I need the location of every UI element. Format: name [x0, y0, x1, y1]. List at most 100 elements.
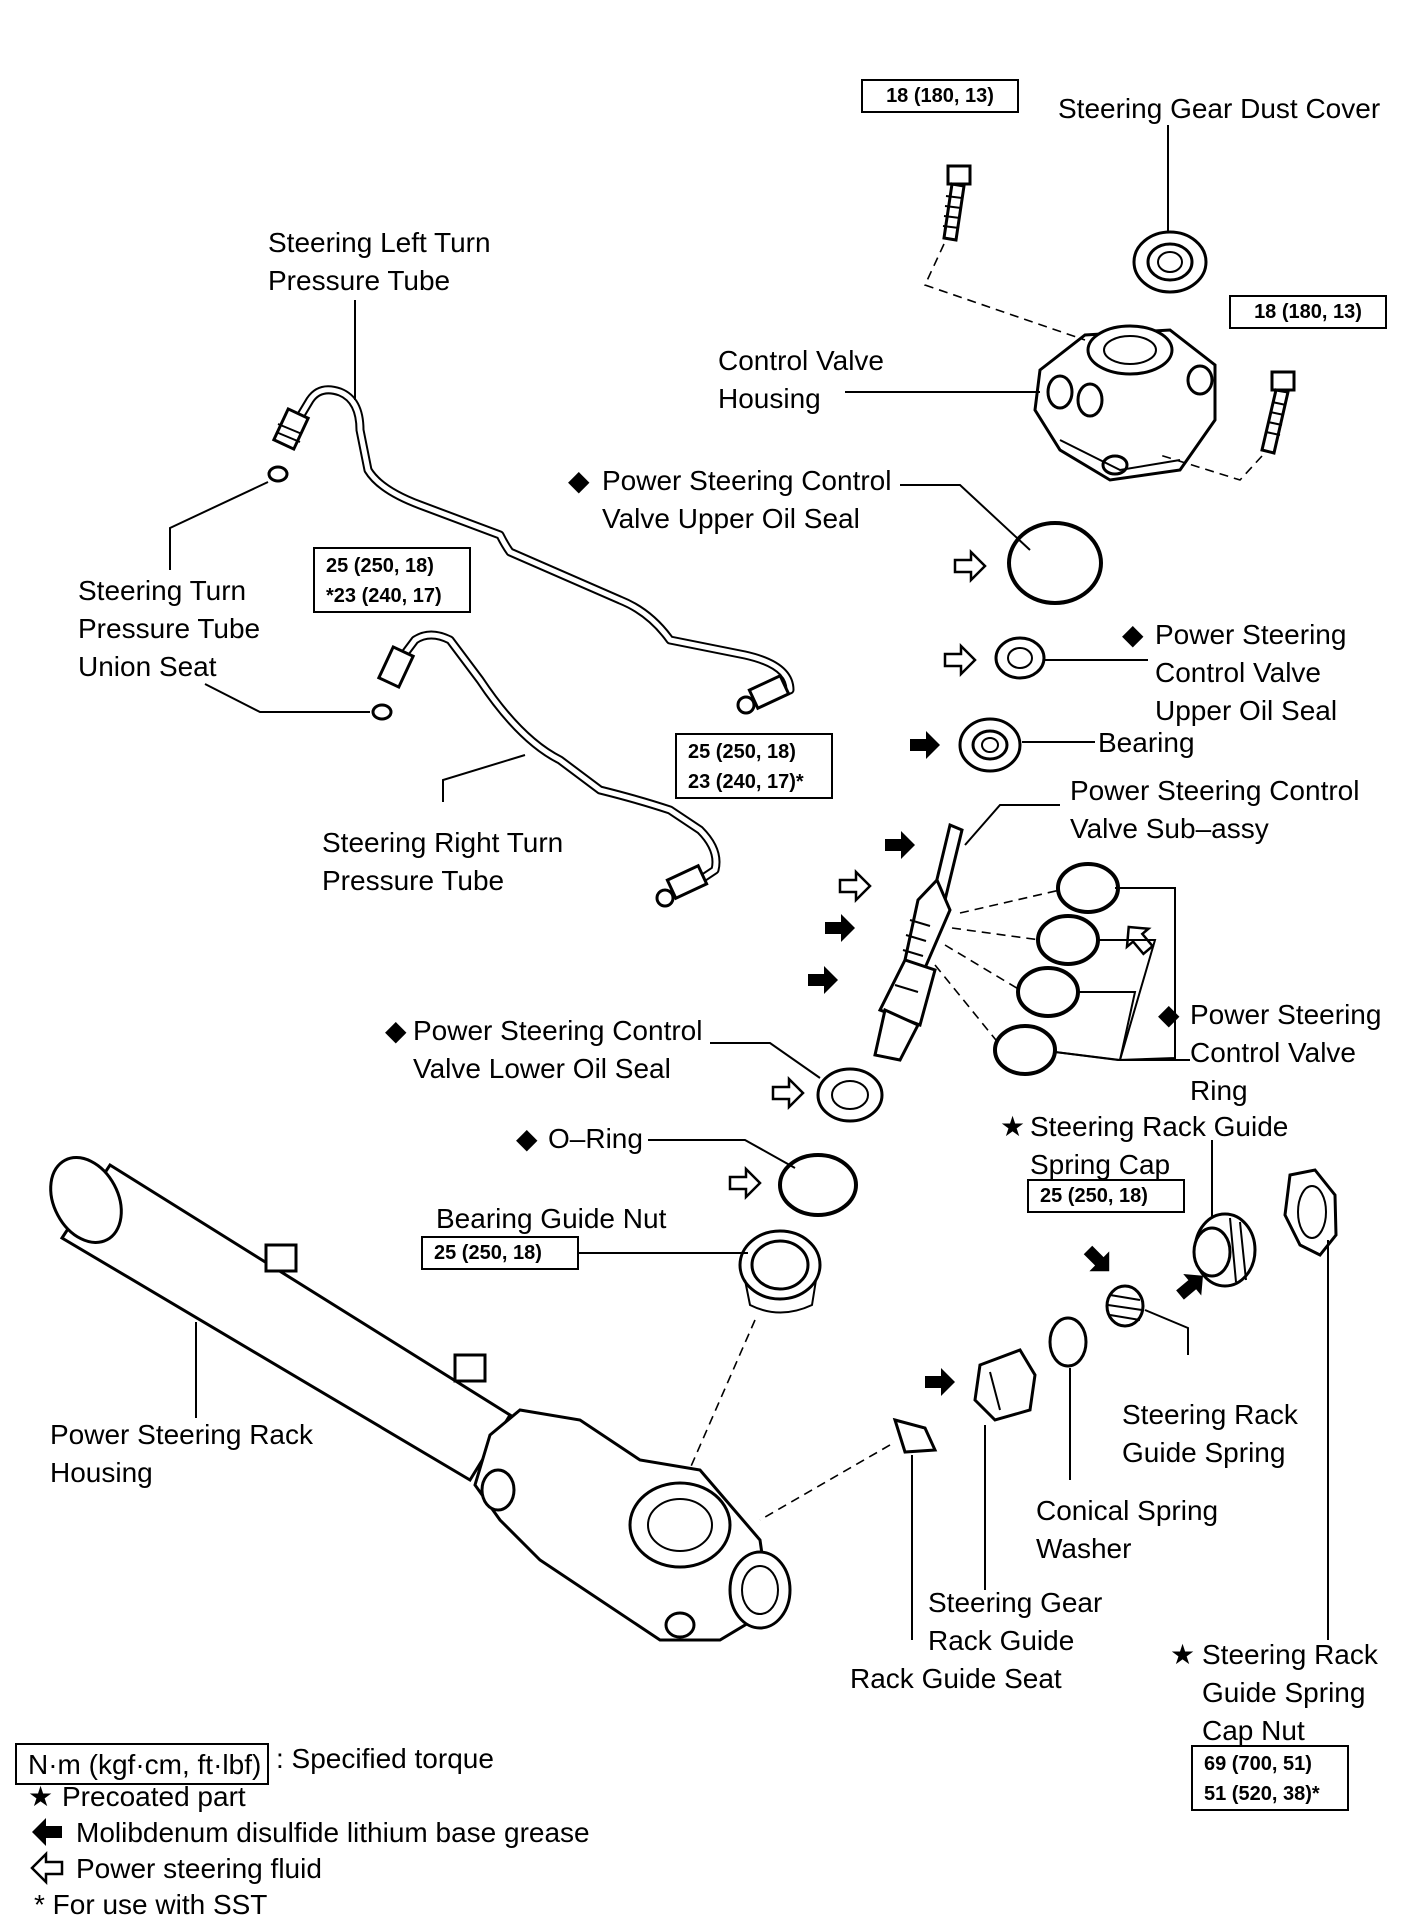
lower-oil-seal	[816, 1067, 884, 1123]
label-bearing: Bearing	[1098, 727, 1195, 758]
upper-oil-seal-ring	[1007, 521, 1103, 605]
label-ring-1: Power Steering	[1190, 999, 1381, 1030]
guide-seat-path	[759, 1444, 891, 1521]
label-rack-housing-2: Housing	[50, 1457, 153, 1488]
control-valve-housing	[1033, 324, 1217, 482]
grease-arrow-6	[1083, 1245, 1110, 1272]
control-valve-sub-assy	[873, 822, 964, 1062]
rack-housing	[49, 1156, 792, 1642]
torque-spring-cap: 25 (250, 18)	[1027, 1179, 1185, 1213]
grease-arrow-4	[808, 966, 838, 994]
fluid-arrow-3	[838, 870, 872, 902]
spring-cap-part	[1192, 1212, 1257, 1288]
torque-cap-nut: 69 (700, 51) 51 (520, 38)*	[1191, 1745, 1349, 1811]
torque-bolt-right: 18 (180, 13)	[1229, 295, 1387, 329]
svg-text:69 (700, 51): 69 (700, 51)	[1204, 1753, 1312, 1775]
bolt-left	[942, 164, 972, 242]
nut-path	[684, 1319, 756, 1481]
valve-ring-leaders	[934, 889, 1061, 1046]
diamond-upper-seal-b: ◆	[1122, 619, 1144, 650]
control-valve-rings	[993, 862, 1120, 1076]
svg-text:25 (250, 18): 25 (250, 18)	[1040, 1185, 1148, 1207]
svg-text:25 (250, 18): 25 (250, 18)	[326, 555, 434, 577]
torque-bolt-left: 18 (180, 13)	[861, 79, 1019, 113]
label-left-tube-1: Steering Left Turn	[268, 227, 491, 258]
label-valve-sub-2: Valve Sub–assy	[1070, 813, 1269, 844]
label-cap-nut-2: Guide Spring	[1202, 1677, 1365, 1708]
legend-fluid-arrow-icon	[30, 1850, 64, 1886]
label-conical-1: Conical Spring	[1036, 1495, 1218, 1526]
label-ring-2: Control Valve	[1190, 1037, 1356, 1068]
label-spring-cap-1: Steering Rack Guide	[1030, 1111, 1288, 1142]
legend-unit-box	[15, 1743, 269, 1785]
label-union-seat-1: Steering Turn	[78, 575, 246, 606]
fluid-arrow-2	[943, 644, 977, 676]
svg-text:23 (240, 17)*: 23 (240, 17)*	[688, 771, 804, 793]
label-upper-seal-a-1: Power Steering Control	[602, 465, 891, 496]
rack-guide-seat-part	[892, 1417, 938, 1454]
svg-text:*23 (240, 17): *23 (240, 17)	[326, 585, 442, 607]
svg-text:18 (180, 13): 18 (180, 13)	[1254, 301, 1362, 323]
dust-cover	[1132, 230, 1208, 294]
legend: N·m (kgf·cm, ft·lbf) : Specified torque …	[15, 1743, 590, 1920]
steering-gear-rack-guide-part	[973, 1348, 1037, 1422]
label-left-tube-2: Pressure Tube	[268, 265, 450, 296]
torque-left-tube: 25 (250, 18) *23 (240, 17)	[313, 547, 471, 613]
upper-oil-seal	[994, 636, 1046, 680]
label-union-seat-2: Pressure Tube	[78, 613, 260, 644]
o-ring-part	[778, 1153, 858, 1217]
fluid-arrow-5	[771, 1077, 805, 1109]
label-guide-spring-2: Guide Spring	[1122, 1437, 1285, 1468]
label-cap-nut-1: Steering Rack	[1202, 1639, 1379, 1670]
label-bearing-guide-nut: Bearing Guide Nut	[436, 1203, 667, 1234]
label-dust-cover: Steering Gear Dust Cover	[1058, 93, 1380, 124]
label-valve-sub-1: Power Steering Control	[1070, 775, 1359, 806]
svg-text:18 (180, 13): 18 (180, 13)	[886, 85, 994, 107]
label-rack-guide-2: Rack Guide	[928, 1625, 1074, 1656]
label-valve-housing-2: Housing	[718, 383, 821, 414]
legend-grease-arrow-icon	[32, 1818, 62, 1846]
label-lower-seal-1: Power Steering Control	[413, 1015, 702, 1046]
left-turn-pressure-tube	[267, 385, 795, 715]
diamond-valve-ring: ◆	[1158, 999, 1180, 1030]
label-lower-seal-2: Valve Lower Oil Seal	[413, 1053, 671, 1084]
legend-fluid-text: Power steering fluid	[76, 1853, 322, 1884]
legend-sst-text: * For use with SST	[34, 1889, 267, 1920]
grease-arrow-5	[925, 1368, 955, 1396]
fluid-arrow-4	[1125, 925, 1155, 956]
diamond-o-ring: ◆	[516, 1123, 538, 1154]
union-seat-top	[267, 465, 289, 483]
grease-arrow-3	[825, 914, 855, 942]
label-upper-seal-a-2: Valve Upper Oil Seal	[602, 503, 860, 534]
conical-spring-washer-part	[1048, 1316, 1088, 1368]
grease-arrow-1	[910, 731, 940, 759]
legend-unit: N·m (kgf·cm, ft·lbf)	[28, 1749, 261, 1780]
fluid-arrow-6	[728, 1167, 762, 1199]
label-rack-guide-1: Steering Gear	[928, 1587, 1102, 1618]
legend-star-icon: ★	[28, 1781, 53, 1812]
grease-arrow-2	[885, 831, 915, 859]
label-ring-3: Ring	[1190, 1075, 1248, 1106]
svg-text:25 (250, 18): 25 (250, 18)	[434, 1242, 542, 1264]
label-rack-housing-1: Power Steering Rack	[50, 1419, 314, 1450]
bearing-guide-nut-part	[738, 1229, 822, 1314]
fluid-arrow-1	[953, 550, 987, 582]
diamond-lower-seal: ◆	[385, 1015, 407, 1046]
diamond-upper-seal-a: ◆	[568, 465, 590, 496]
legend-star-text: Precoated part	[62, 1781, 246, 1812]
bolt-right	[1260, 370, 1296, 455]
label-right-tube-1: Steering Right Turn	[322, 827, 563, 858]
label-right-tube-2: Pressure Tube	[322, 865, 504, 896]
label-upper-seal-b-1: Power Steering	[1155, 619, 1346, 650]
leader-lines	[169, 125, 1329, 1640]
legend-grease-text: Molibdenum disulfide lithium base grease	[76, 1817, 590, 1848]
label-upper-seal-b-3: Upper Oil Seal	[1155, 695, 1337, 726]
grease-arrow-7	[1176, 1273, 1203, 1300]
legend-unit-text: : Specified torque	[276, 1743, 494, 1774]
right-turn-pressure-tube	[371, 630, 721, 908]
torque-bearing-nut: 25 (250, 18)	[421, 1236, 579, 1270]
label-conical-2: Washer	[1036, 1533, 1131, 1564]
rack-guide-spring-part	[1105, 1284, 1145, 1328]
torque-right-tube: 25 (250, 18) 23 (240, 17)*	[675, 733, 833, 799]
